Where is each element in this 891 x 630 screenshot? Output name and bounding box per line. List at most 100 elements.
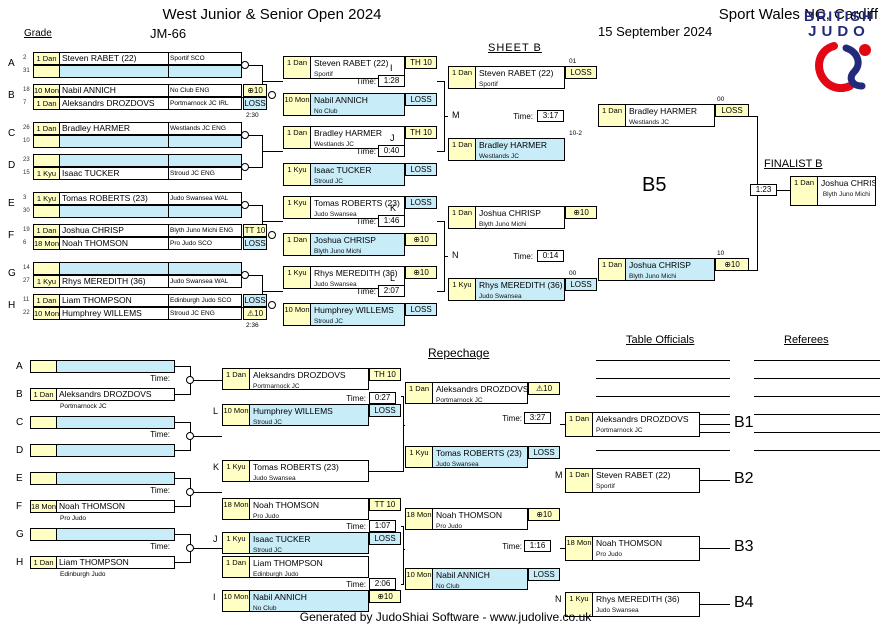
grade-badge: 10 Mon — [284, 94, 311, 115]
time-label: Time: — [356, 287, 376, 296]
sf-match-box: 1 Dan Steven RABET (22)Sportif — [448, 66, 565, 89]
draw-row: 1 Dan Bradley HARMER Westlands JC ENG — [33, 122, 242, 135]
time-label: Time: — [346, 394, 366, 403]
grade-badge: 18 Mon — [223, 499, 250, 519]
bracket-line — [190, 492, 222, 493]
competitor-name: Rhys MEREDITH (36) — [314, 268, 398, 278]
score-box: TT 10 — [243, 224, 267, 237]
draw-letter: F — [16, 501, 23, 512]
draw-letter: E — [8, 198, 15, 209]
match-number-circle — [186, 432, 194, 440]
competitor-name: Isaac TUCKER — [253, 534, 311, 544]
draw-letter: C — [8, 128, 16, 139]
seed-number: 26 — [23, 125, 30, 131]
time-label: Time: — [513, 252, 533, 261]
competitor-club: Blyth Juno Michi — [479, 221, 527, 228]
grade-badge: 1 Dan — [566, 469, 593, 492]
competitor-club: Judo Swansea — [479, 293, 522, 300]
grade-badge: 1 Dan — [223, 557, 250, 577]
bracket-line — [242, 65, 262, 66]
grade-badge: 1 Kyu — [33, 167, 60, 180]
bracket-line — [190, 548, 222, 549]
sf-match-box: 1 Kyu Rhys MEREDITH (36)Judo Swansea — [448, 278, 565, 301]
score-box: ⊕10 — [565, 206, 597, 219]
competitor-name: Tomas ROBERTS (23) — [60, 192, 169, 205]
draw-row: 10 Mon Nabil ANNICH No Club ENG — [33, 84, 242, 97]
time-value: 1:23 — [750, 184, 777, 196]
competitor-club: Judo Swansea WAL — [169, 192, 242, 205]
score-box: TH 10 — [405, 56, 437, 69]
time-label: Time: — [150, 430, 170, 439]
seed-number: 7 — [23, 100, 27, 106]
competitor-name: Noah THOMSON — [57, 500, 175, 513]
score-box: LOSS — [369, 532, 401, 545]
competitor-name: Aleksandrs DROZDOVS — [57, 388, 175, 401]
officials-line — [596, 378, 730, 379]
result-place-label: B1 — [734, 414, 754, 431]
time-label: Time: — [346, 580, 366, 589]
result-box: 1 Dan Steven RABET (22)Sportif — [565, 468, 700, 493]
competitor-club: Sportif — [596, 483, 615, 490]
bracket-line — [560, 548, 565, 549]
bracket-line — [749, 270, 757, 271]
referees-line — [754, 360, 880, 361]
referees-line — [754, 396, 880, 397]
score-box: TH 10 — [405, 126, 437, 139]
competitor-club: No Club — [314, 108, 338, 115]
competitor-name: Nabil ANNICH — [314, 95, 368, 105]
competitor-club: Judo Swansea — [596, 607, 639, 614]
referees-line — [754, 450, 880, 451]
time-label: Time: — [356, 147, 376, 156]
match-time: 2:30 — [246, 112, 259, 119]
draw-row: 1 Dan Aleksandrs DROZDOVS Portmarnock JC… — [33, 97, 242, 110]
competitor-club: Portmarnock JC — [596, 427, 643, 434]
match-number-circle — [268, 231, 276, 239]
score-box: LOSS — [243, 294, 267, 307]
competitor-name: Aleksandrs DROZDOVS — [436, 384, 527, 394]
bracket-line — [403, 526, 404, 585]
time-value: 2:07 — [378, 285, 405, 297]
british-judo-logo-icon — [815, 42, 871, 92]
grade-badge: 1 Kyu — [223, 533, 250, 553]
competitor-name: Rhys MEREDITH (36) — [596, 594, 680, 604]
time-label: Time: — [150, 486, 170, 495]
seed-number: 30 — [23, 208, 30, 214]
bracket-line — [242, 135, 262, 136]
rep-row-empty — [30, 472, 175, 485]
score-box: ⊕10 — [528, 508, 560, 521]
grade-badge: 1 Kyu — [406, 447, 433, 467]
officials-line — [596, 450, 730, 451]
competitor-club: Edinburgh Judo — [253, 571, 299, 577]
score-box: LOSS — [565, 66, 597, 79]
grade-badge: 18 Mon — [406, 509, 433, 529]
sub-score: 10 — [717, 250, 725, 257]
draw-row-empty — [33, 154, 242, 167]
time-value: 0:27 — [369, 392, 396, 404]
grade-badge: 1 Dan — [30, 388, 57, 401]
draw-row-empty — [33, 135, 242, 148]
grade-badge: 10 Mon — [33, 307, 60, 320]
bracket-line — [403, 549, 405, 550]
bracket-line — [437, 81, 444, 82]
time-value: 1:16 — [524, 540, 551, 552]
competitor-club: Stroud JC ENG — [169, 167, 242, 180]
competitor-club: Judo Swansea — [314, 211, 357, 218]
match-number-circle — [268, 91, 276, 99]
rep-row: 1 Dan Aleksandrs DROZDOVS — [30, 388, 175, 401]
competitor-name: Joshua CHRISP — [60, 224, 169, 237]
draw-letter: H — [8, 300, 16, 311]
grade-label: Grade — [24, 28, 52, 39]
rep-row: 1 Dan Liam THOMPSON — [30, 556, 175, 569]
finalist-label: FINALIST B — [764, 158, 823, 170]
bracket-line — [242, 205, 262, 206]
competitor-name: Rhys MEREDITH (36) — [60, 275, 169, 288]
bracket-line — [175, 534, 190, 535]
bracket-line — [444, 116, 448, 117]
competitor-name: Noah THOMSON — [60, 237, 169, 250]
draw-row: 1 Dan Joshua CHRISP Blyth Juno Michi ENG — [33, 224, 242, 237]
